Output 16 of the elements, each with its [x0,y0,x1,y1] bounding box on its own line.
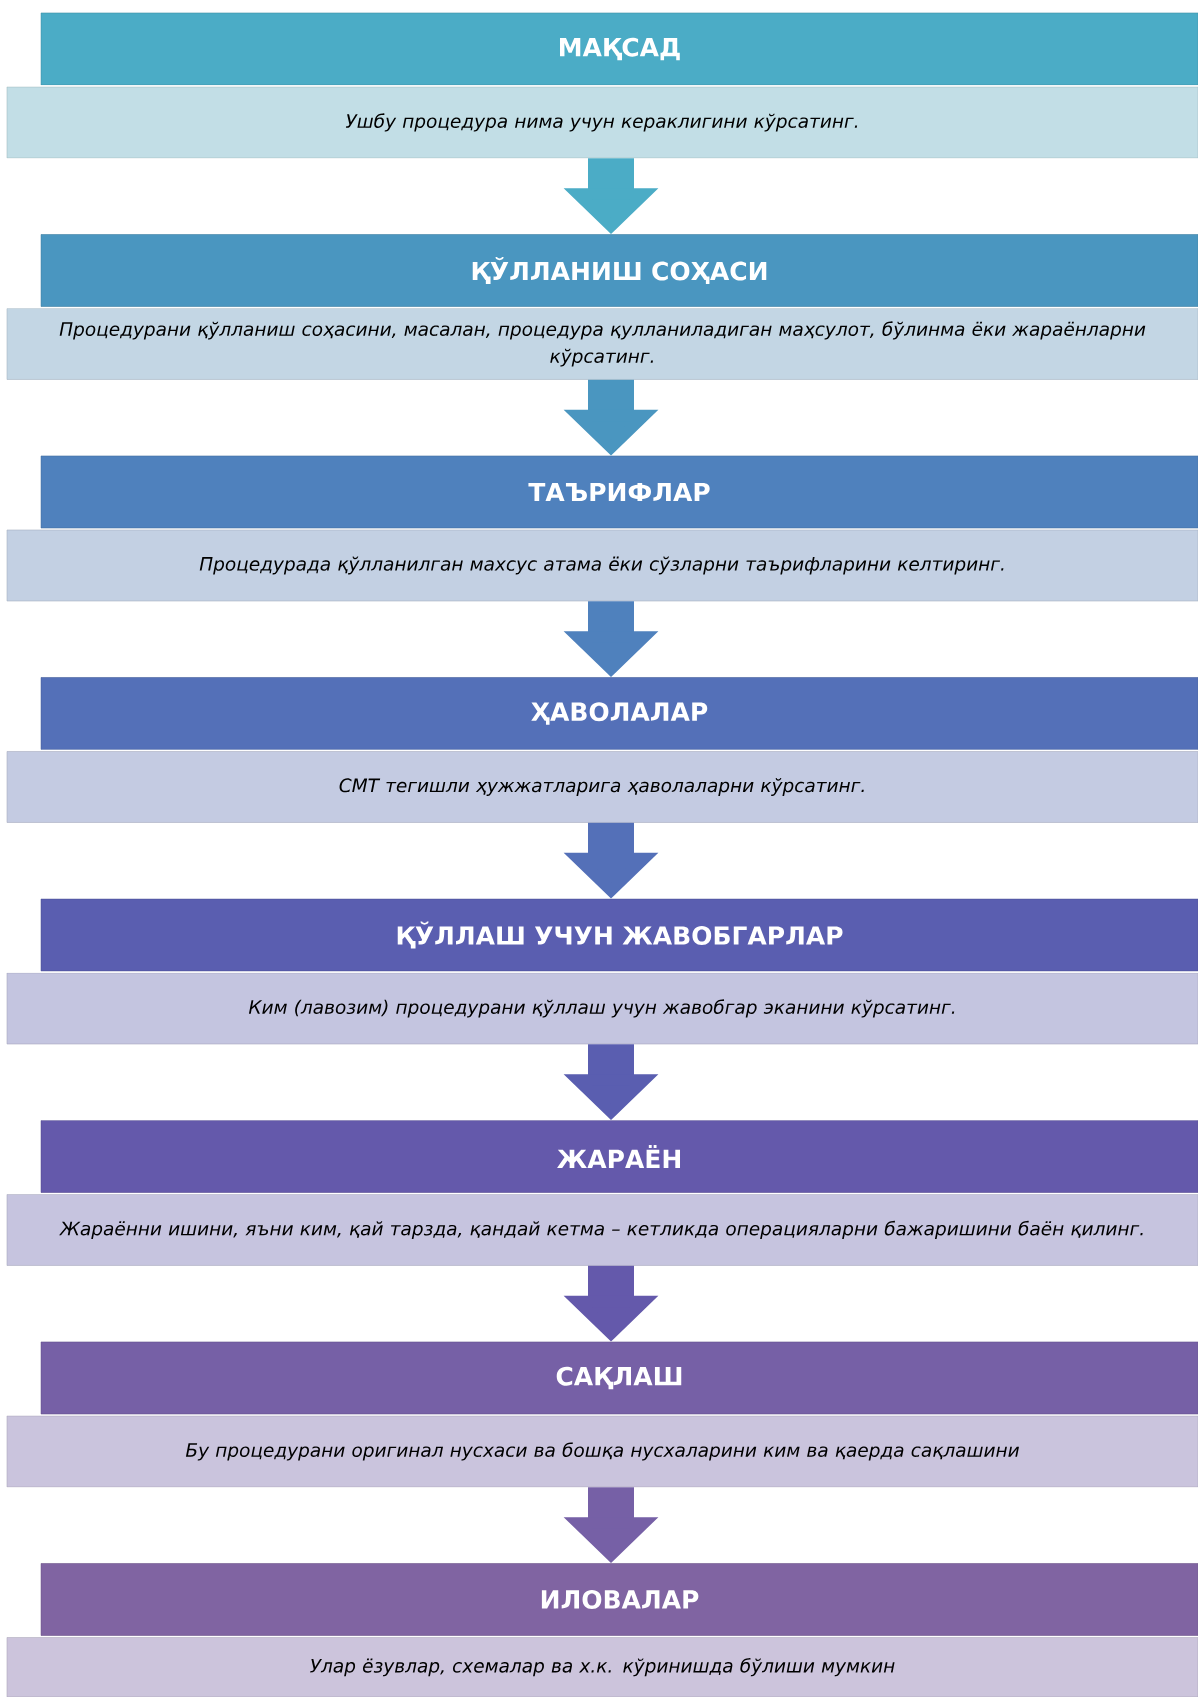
description-box: Ушбу процедура нима учун кераклигини кўрсатинг. [6,86,1198,159]
description-box: Процедурада қўлланилган махсус атама ёки сўзларни таърифларини келтиринг. [6,529,1198,602]
description-box: Улар ёзувлар, схемалар ва х.к. кўринишда бўлиши мумкин [6,1637,1198,1697]
section-header: ИЛОВАЛАР [40,1563,1198,1636]
section-header: МАҚСАД [40,12,1198,86]
description-box: Жараённи ишини, яъни ким, қай тарзда, қандай кетма – кетликда операцияларни бажаришини баён қилинг. [6,1194,1198,1266]
section-header: ҚЎЛЛАНИШ СОҲАСИ [40,234,1198,307]
section-header: ҲАВОЛАЛАР [40,677,1198,750]
description-box: СМТ тегишли ҳужжатларига ҳаволаларни кўрсатинг. [6,751,1198,823]
description-box: Ким (лавозим) процедурани қўллаш учун жавобгар эканини кўрсатинг. [6,972,1198,1045]
section-header: САҚЛАШ [40,1341,1198,1415]
section-header: ЖАРАЁН [40,1120,1198,1193]
description-box: Процедурани қўлланиш соҳасини, масалан, процедура қулланиладиган маҳсулот, бўлинма ёки жараёнларни кўрсатинг. [6,308,1198,380]
description-box: Бу процедурани оригинал нусхаси ва бошқа нусхаларини ким ва қаерда сақлашини [6,1415,1198,1488]
section-header: ҚЎЛЛАШ УЧУН ЖАВОБГАРЛАР [40,898,1198,972]
section-header: ТАЪРИФЛАР [40,455,1198,529]
